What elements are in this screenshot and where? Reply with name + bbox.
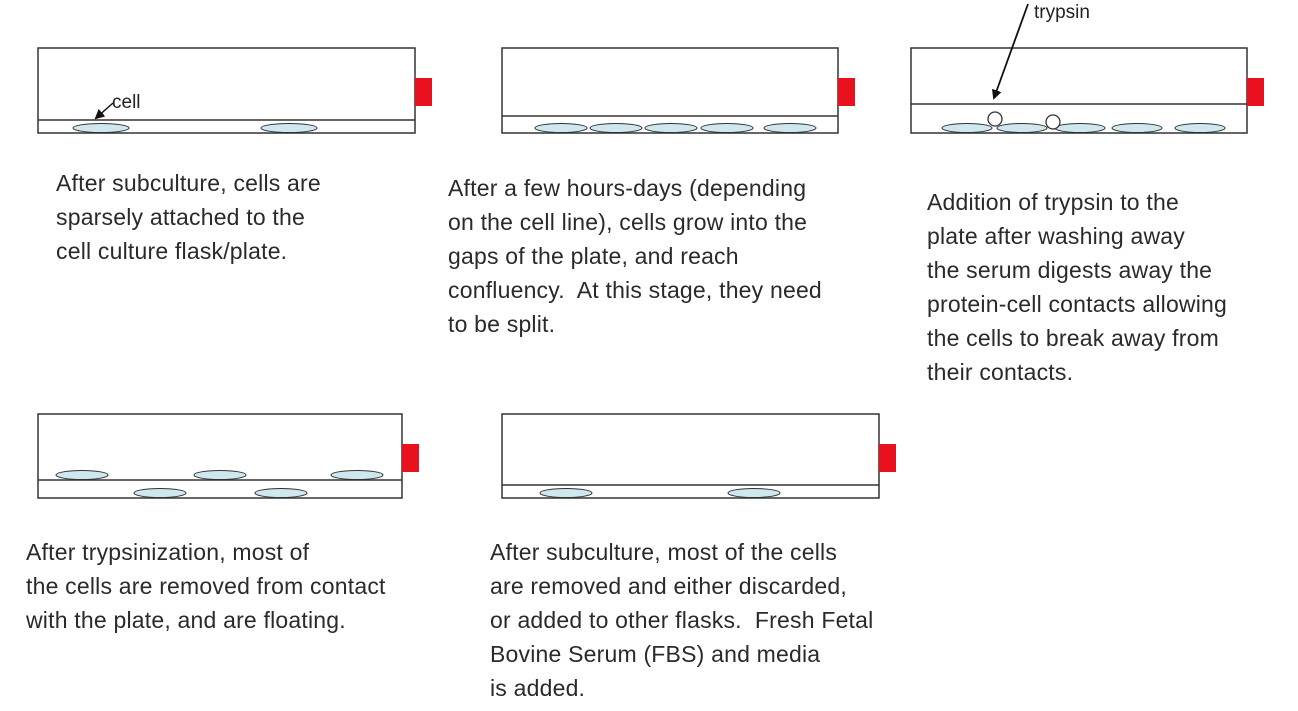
attached-cell [700,123,754,133]
flask-cap [415,78,432,106]
attached-cell [260,123,318,133]
flask-cap [402,444,419,472]
flask-panel-5 [501,413,896,499]
attached-cell [644,123,698,133]
cell-arrow [94,102,114,120]
floating-cell [55,470,109,480]
flask-cap [838,78,855,106]
attached-cell [133,488,187,498]
caption-panel-4: After trypsinization, most of the cells … [26,539,386,633]
flask-body [37,413,403,499]
flask-panel-2 [501,47,855,134]
attached-cell [72,123,130,133]
attached-cell [763,123,817,133]
flask-panel-3: trypsin [910,2,1264,134]
attached-cell [727,488,781,498]
flask-panel-1: cell [37,47,432,134]
attached-cell [1111,123,1163,133]
caption-panel-5: After subculture, most of the cells are … [490,539,874,701]
flask-cap [879,444,896,472]
caption-panel-2: After a few hours-days (depending on the… [448,175,822,337]
attached-cell [941,123,993,133]
flask-panel-4 [37,413,419,499]
attached-cell [534,123,588,133]
flask-body [910,47,1248,134]
floating-cell [330,470,384,480]
caption-panel-1: After subculture, cells are sparsely att… [56,170,321,264]
flask-body [501,47,839,134]
caption-panel-3: Addition of trypsin to the plate after w… [927,189,1228,385]
flask-cap [1247,78,1264,106]
flask-body [501,413,880,499]
attached-cell [1054,123,1106,133]
attached-cell [1174,123,1226,133]
trypsin-bubble [987,111,1003,127]
attached-cell [996,123,1048,133]
trypsin-bubble [1045,114,1061,130]
attached-cell [254,488,308,498]
cell-label: cell [112,92,141,113]
trypsin-arrow [992,3,1029,100]
attached-cell [539,488,593,498]
trypsin-label: trypsin [1034,2,1090,23]
attached-cell [589,123,643,133]
floating-cell [193,470,247,480]
